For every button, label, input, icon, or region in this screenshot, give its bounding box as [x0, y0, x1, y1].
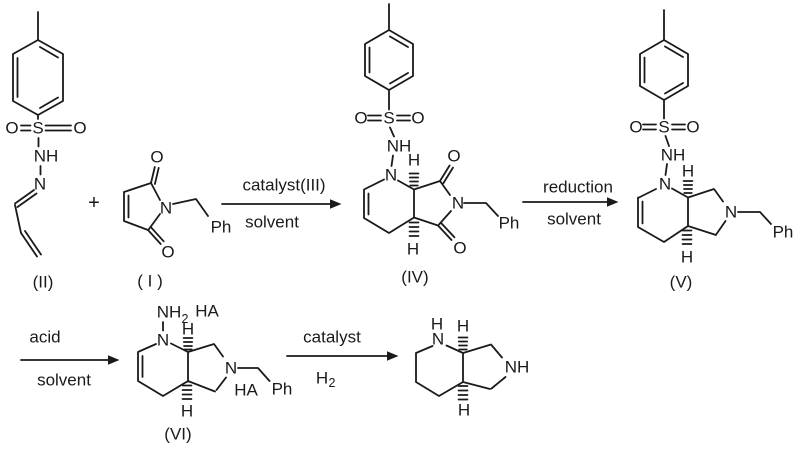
- step4-reagent-subscript: 2: [329, 376, 336, 390]
- arrow-2-head: [607, 197, 619, 207]
- atom-oxygen: O: [161, 243, 174, 262]
- atom-sulfur: S: [658, 118, 669, 137]
- atom-oxygen: O: [686, 118, 699, 137]
- phenyl-label: Ph: [272, 380, 293, 399]
- compound-iv-double-bonds: [367, 35, 456, 241]
- step3-condition-below: solvent: [37, 371, 91, 390]
- atom-sulfur: S: [383, 109, 394, 128]
- atom-nitrogen: N: [659, 175, 671, 194]
- arrow-1-head: [330, 199, 342, 209]
- arrow-3-head: [108, 355, 120, 365]
- compound-v-double-bonds: [641, 45, 686, 225]
- step2-condition-below: solvent: [547, 210, 601, 229]
- compound-vi-label: (VI): [164, 425, 191, 444]
- compound-vi: NH 2 HA N H N HA Ph H (VI): [137, 302, 293, 444]
- compound-v-hash-wedge-top: [682, 180, 694, 194]
- compound-ii: O S O NH N (II): [5, 11, 87, 292]
- product-hash-wedge-top: [457, 336, 469, 351]
- compound-ii-label: (II): [33, 273, 54, 292]
- atom-nitrogen: N: [225, 359, 237, 378]
- reaction-arrow-4: catalyst H 2: [286, 328, 399, 390]
- compound-v-skeleton-bonds: [637, 9, 772, 243]
- compound-iv-hash-wedge-top: [408, 172, 420, 187]
- stereo-hydrogen-top: H: [182, 320, 194, 339]
- atom-nh: NH: [34, 147, 59, 166]
- atom-oxygen: O: [411, 109, 424, 128]
- stereo-hydrogen-top: H: [457, 317, 469, 336]
- compound-i: O N O Ph ( I ): [123, 148, 232, 291]
- atom-oxygen: O: [629, 118, 642, 137]
- amine-nh-label: NH: [157, 303, 182, 322]
- atom-sulfur: S: [32, 119, 43, 138]
- compound-v-hash-wedge-bottom: [681, 229, 693, 245]
- step3-condition-above: acid: [29, 328, 60, 347]
- acid-salt-bottom-label: HA: [234, 381, 258, 400]
- atom-nitrogen: N: [385, 166, 397, 185]
- compound-vi-skeleton-bonds: [137, 321, 271, 397]
- atom-nh: NH: [387, 137, 412, 156]
- compound-vi-hash-wedge-top: [182, 337, 194, 351]
- product-skeleton-bonds: [415, 343, 507, 397]
- step1-condition-above: catalyst(III): [242, 176, 325, 195]
- phenyl-label: Ph: [773, 223, 794, 242]
- atom-nitrogen: N: [452, 194, 464, 213]
- atom-oxygen: O: [150, 148, 163, 167]
- atom-nitrogen: N: [725, 203, 737, 222]
- atom-oxygen: O: [453, 239, 466, 258]
- arrow-4-head: [387, 351, 399, 361]
- stereo-hydrogen-bottom: H: [458, 401, 470, 420]
- compound-v-label: (V): [670, 273, 693, 292]
- compound-iv-label: (IV): [401, 268, 428, 287]
- atom-nh: NH: [661, 146, 686, 165]
- product-hash-wedge-bottom: [457, 385, 469, 401]
- atom-nitrogen: N: [160, 199, 172, 218]
- compound-v: S O O NH N H N Ph H (V): [629, 9, 794, 292]
- step4-condition-above: catalyst: [303, 328, 361, 347]
- step1-condition-below: solvent: [245, 213, 299, 232]
- nh-hydrogen-label: H: [431, 315, 443, 334]
- atom-nitrogen: N: [34, 175, 46, 194]
- acid-salt-top-label: HA: [195, 302, 219, 321]
- atom-oxygen: O: [73, 119, 86, 138]
- phenyl-label: Ph: [211, 218, 232, 237]
- stereo-hydrogen-bottom: H: [407, 240, 419, 259]
- compound-vi-hash-wedge-bottom: [181, 384, 193, 400]
- compound-i-label: ( I ): [137, 272, 163, 291]
- stereo-hydrogen-bottom: H: [681, 248, 693, 267]
- product: H N H NH H: [415, 315, 530, 420]
- compound-ii-double-bonds: [14, 46, 72, 258]
- compound-ii-skeleton-bonds: [12, 11, 64, 234]
- plus-sign: +: [88, 192, 100, 214]
- atom-oxygen: O: [5, 119, 18, 138]
- reaction-arrow-2: reduction solvent: [522, 178, 619, 229]
- atom-oxygen: O: [447, 147, 460, 166]
- amine-subscript: 2: [182, 312, 189, 326]
- reaction-arrow-1: catalyst(III) solvent: [221, 176, 342, 232]
- compound-iv: S O O NH N H O N O Ph H (IV): [354, 3, 520, 287]
- atom-nitrogen: N: [432, 330, 444, 349]
- compound-iv-hash-wedge-bottom: [408, 221, 420, 237]
- phenyl-label: Ph: [499, 214, 520, 233]
- compound-i-double-bonds: [127, 166, 165, 245]
- atom-oxygen: O: [354, 109, 367, 128]
- reaction-arrow-3: acid solvent: [20, 328, 120, 390]
- step4-reagent: H: [316, 369, 328, 388]
- stereo-hydrogen-bottom: H: [181, 402, 193, 421]
- step2-condition-above: reduction: [543, 178, 613, 197]
- atom-nh: NH: [505, 358, 530, 377]
- stereo-hydrogen-top: H: [408, 151, 420, 170]
- atom-nitrogen: N: [157, 331, 169, 350]
- stereo-hydrogen-top: H: [682, 162, 694, 181]
